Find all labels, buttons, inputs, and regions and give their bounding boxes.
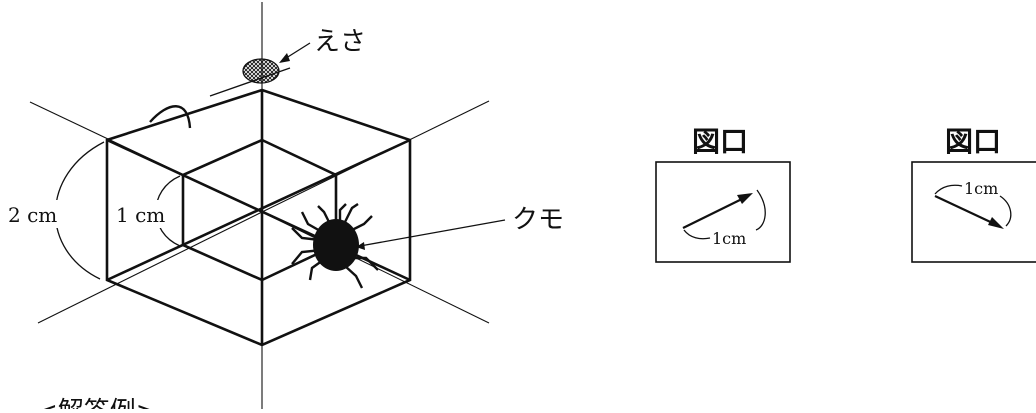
panel-1-frame bbox=[655, 161, 791, 263]
bait-arrowhead bbox=[279, 53, 290, 63]
panel-2-frame bbox=[911, 161, 1036, 263]
answer-example-label: <解答例> bbox=[36, 397, 158, 409]
outer-size-label-bg bbox=[4, 200, 96, 228]
panel-2-arc-tail bbox=[934, 184, 963, 195]
spider-label: クモ bbox=[512, 205, 564, 235]
web-thread-curve bbox=[149, 105, 192, 129]
panel-1-title: 図口 bbox=[692, 125, 748, 158]
panel-1-arrow bbox=[682, 195, 749, 229]
spider-pointer bbox=[359, 219, 506, 247]
inner-size-label-bg bbox=[113, 200, 179, 228]
panel-1-arrow-label: 1cm bbox=[712, 229, 746, 248]
panel-2-title: 図口 bbox=[945, 125, 1001, 158]
panel-2-arrow bbox=[934, 195, 1000, 227]
inner-size-label: 1 cm bbox=[116, 203, 165, 227]
outer-size-label: 2 cm bbox=[8, 203, 57, 227]
bait-icon bbox=[242, 58, 280, 84]
diagonal-lower-left bbox=[37, 211, 263, 324]
panel-1-arc-tail bbox=[683, 229, 711, 240]
bait-label: えさ bbox=[314, 27, 366, 57]
figure-panel-2: 図口 1cm bbox=[911, 125, 1036, 263]
panel-2-arrow-label: 1cm bbox=[964, 179, 998, 198]
panel-2-arc bbox=[999, 195, 1012, 227]
spider-arrowhead bbox=[356, 242, 365, 250]
panel-2-arrowhead bbox=[988, 217, 1004, 229]
figure-panel-1: 図口 1cm bbox=[655, 125, 791, 263]
spider-icon bbox=[291, 203, 379, 289]
panel-1-arc bbox=[755, 189, 766, 231]
panel-1-arrowhead bbox=[737, 193, 753, 204]
web-spokes bbox=[106, 90, 411, 345]
